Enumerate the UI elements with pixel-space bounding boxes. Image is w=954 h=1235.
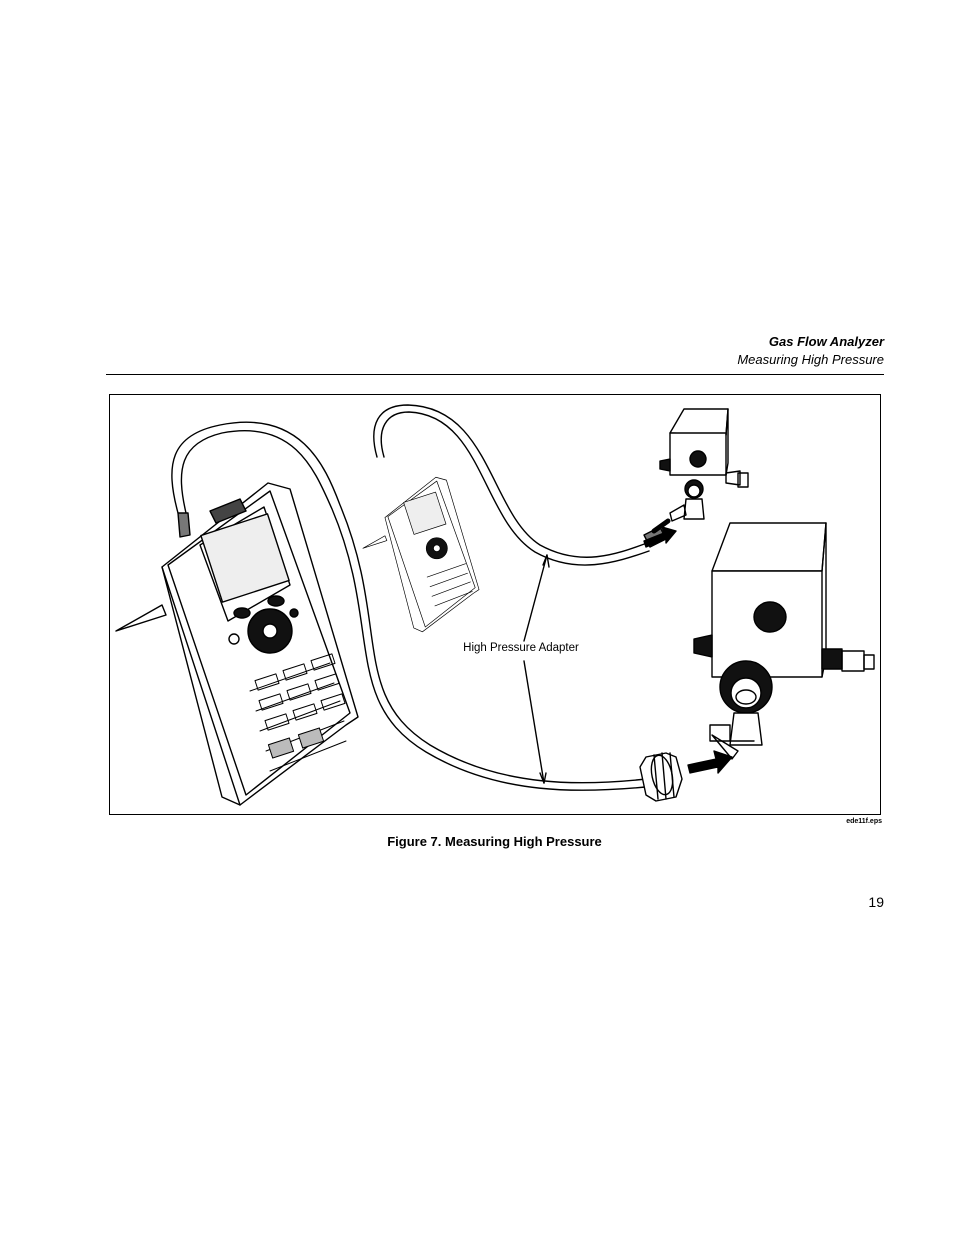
small-analyzer [362,476,480,633]
running-header-subtitle: Measuring High Pressure [737,352,884,367]
large-analyzer [115,482,359,806]
callout-leader-bottom [523,660,545,784]
callout-leader-top [523,554,548,642]
running-header-title: Gas Flow Analyzer [768,334,884,349]
figure-file-id: ede11f.eps [846,818,882,825]
small-regulator [643,408,749,548]
figure-illustration [109,394,881,815]
connection-arrow-small [643,526,677,548]
figure-caption: Figure 7. Measuring High Pressure [387,834,602,849]
header-rule [106,374,884,375]
figure-drawing [115,404,875,806]
large-regulator [693,522,875,760]
page-number: 19 [868,894,884,910]
callout-label: High Pressure Adapter [463,642,579,654]
small-hose [373,404,648,558]
connection-arrow-large [687,750,733,774]
large-hose [171,421,656,784]
high-pressure-adapter [639,752,683,802]
